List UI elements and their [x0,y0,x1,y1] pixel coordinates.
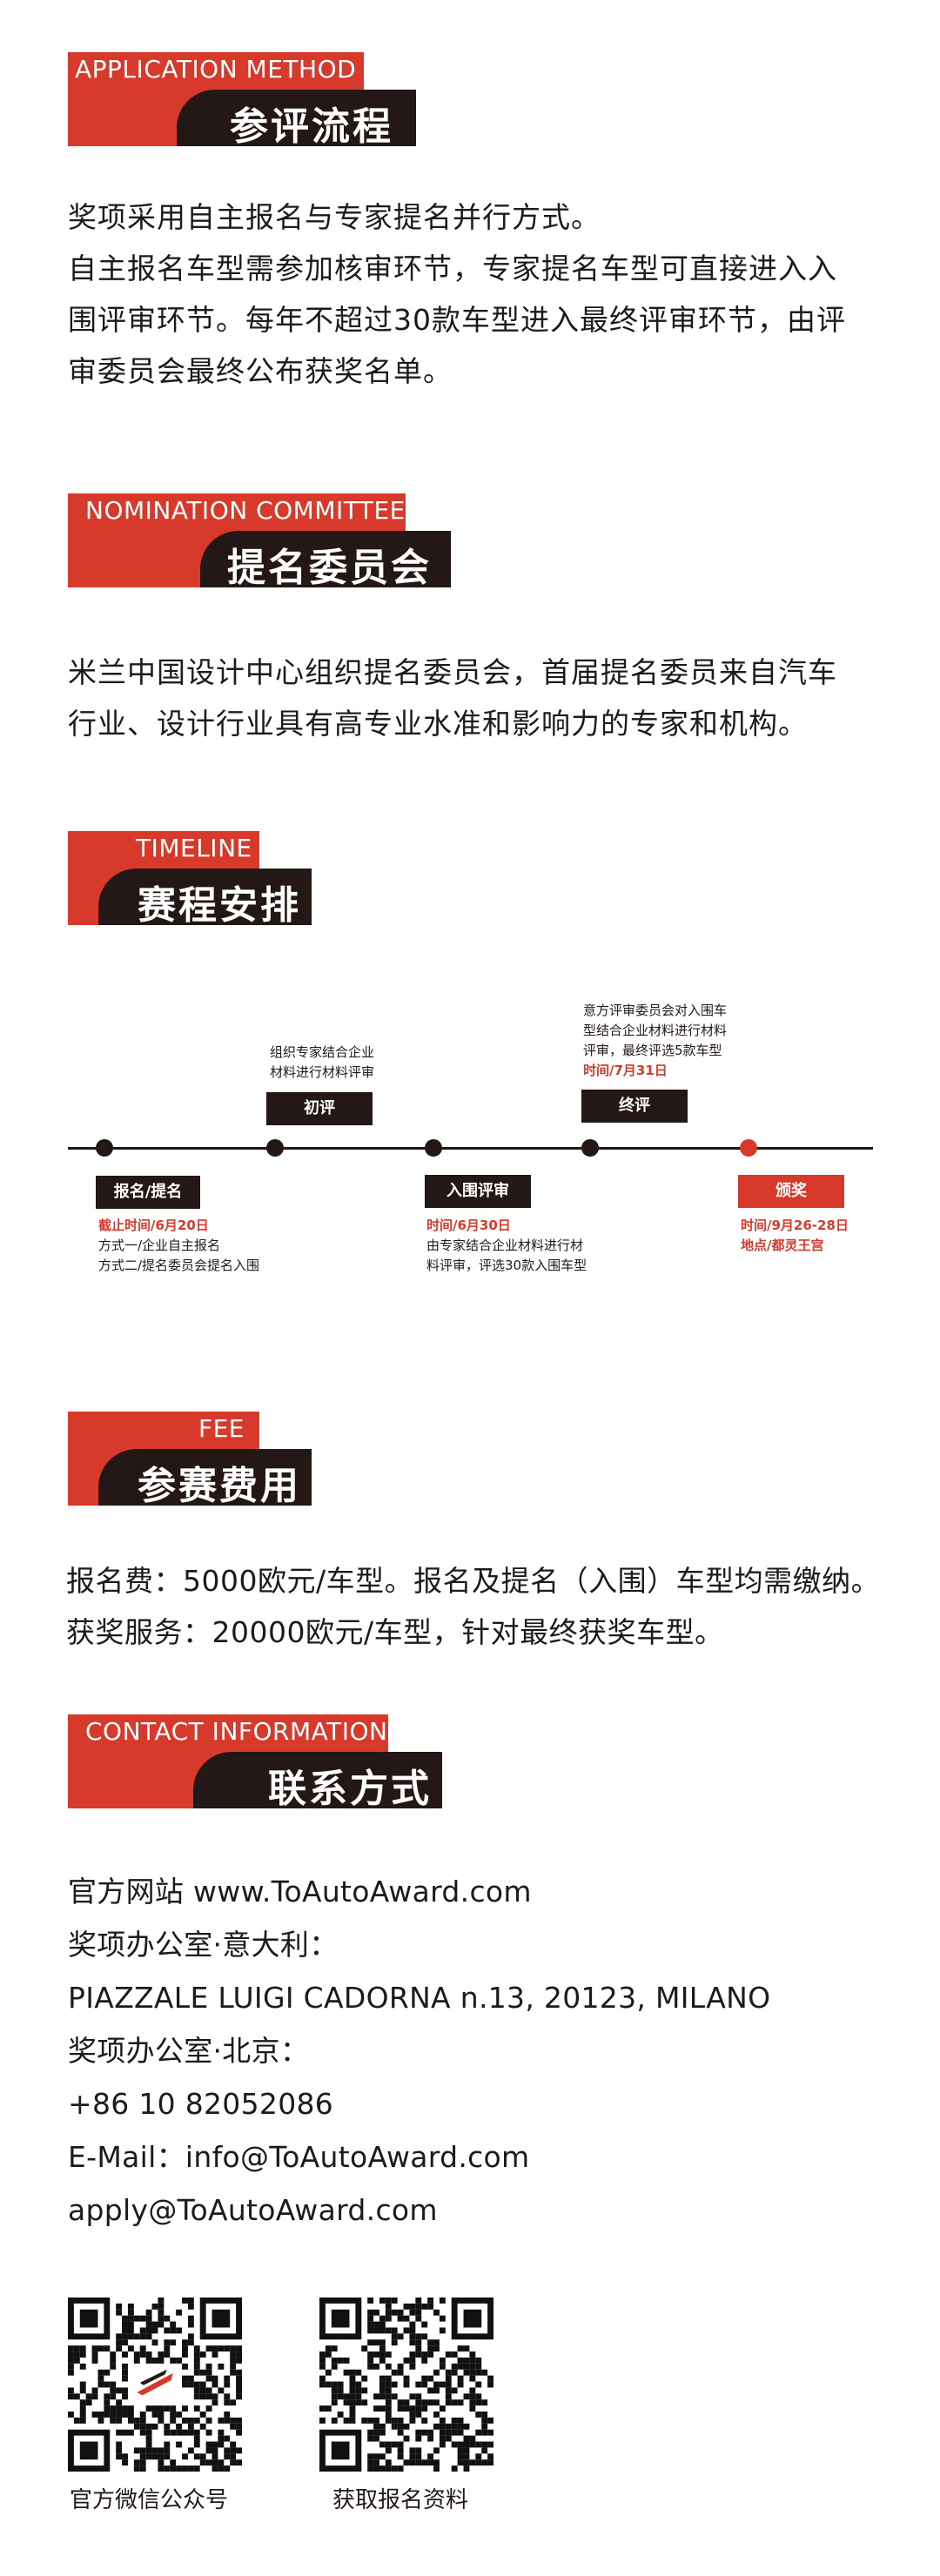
note-line: 意方评审委员会对入围车 [583,1003,728,1018]
section-header-contact: CONTACT INFORMATION 联系方式 [68,1714,442,1811]
note-shortlist: 时间/6月30日 由专家结合企业材料进行材 料评审，评选30款入围车型 [426,1216,587,1276]
application-text: 奖项采用自主报名与专家提名并行方式。 自主报名车型需参加核审环节，专家提名车型可… [68,191,846,397]
timeline-dot [266,1139,284,1157]
header-dark-block [200,531,451,587]
timeline-dot [425,1139,442,1157]
paragraph-line: 奖项采用自主报名与专家提名并行方式。 [68,200,601,234]
section-en-title: APPLICATION METHOD [75,55,357,84]
note-line: 由专家结合企业材料进行材 [426,1238,584,1253]
note-line: 方式二/提名委员会提名入围 [98,1258,260,1273]
note-line: 材料进行材料评审 [270,1064,375,1080]
paragraph-line: 围评审环节。每年不超过30款车型进入最终评审环节，由评 [68,303,846,337]
section-en-title: NOMINATION COMMITTEE [85,496,406,525]
header-dark-block [98,869,312,925]
paragraph-line: 米兰中国设计中心组织提名委员会，首届提名委员来自汽车 [68,655,837,689]
section-header-nomination: NOMINATION COMMITTEE 提名委员会 [68,493,451,590]
note-final: 意方评审委员会对入围车 型结合企业材料进行材料 评审，最终评选5款车型 时间/7… [583,1001,727,1081]
application-qr-code-icon[interactable] [319,2298,494,2472]
stage-signup: 报名/提名 [96,1176,200,1209]
note-line: 组织专家结合企业 [270,1044,375,1060]
note-time: 截止时间/6月20日 [98,1218,209,1233]
section-header-fee: FEE 参赛费用 [68,1412,312,1508]
fee-text: 报名费：5000欧元/车型。报名及提名（入围）车型均需缴纳。 获奖服务：2000… [66,1555,880,1658]
paragraph-line: 获奖服务：20000欧元/车型，针对最终获奖车型。 [66,1615,724,1649]
qr-caption-wechat: 官方微信公众号 [70,2487,229,2513]
note-line: 方式一/企业自主报名 [98,1238,221,1253]
section-cn-title: 参赛费用 [138,1464,301,1508]
office-italy-address: PIAZZALE LUIGI CADORNA n.13, 20123, MILA… [68,1981,771,2015]
note-time: 时间/7月31日 [583,1063,668,1078]
section-cn-title: 提名委员会 [227,546,432,590]
header-dark-block [193,1752,442,1808]
apply-email: apply@ToAutoAward.com [68,2193,438,2227]
note-time: 时间/6月30日 [426,1218,511,1233]
contact-info: 官方网站 www.ToAutoAward.com 奖项办公室·意大利： PIAZ… [68,1865,770,2237]
website-line: 官方网站 www.ToAutoAward.com [68,1875,532,1909]
wechat-qr-code-icon[interactable] [68,2298,242,2472]
header-dark-block [98,1449,312,1506]
nomination-text: 米兰中国设计中心组织提名委员会，首届提名委员来自汽车 行业、设计行业具有高专业水… [68,647,837,749]
section-cn-title: 联系方式 [268,1767,432,1811]
section-cn-title: 参评流程 [230,104,393,149]
email-line: E-Mail：info@ToAutoAward.com [68,2140,530,2174]
note-line: 料评审，评选30款入围车型 [426,1258,588,1273]
section-en-title: TIMELINE [136,834,252,862]
timeline-dot [581,1139,599,1157]
note-line: 型结合企业材料进行材料 [583,1023,728,1038]
paragraph-line: 自主报名车型需参加核审环节，专家提名车型可直接进入入 [68,252,837,285]
qr-caption-application: 获取报名资料 [332,2487,469,2513]
paragraph-line: 行业、设计行业具有高专业水准和影响力的专家和机构。 [68,707,808,741]
header-dark-block [177,90,416,146]
timeline-dot-award [740,1139,757,1157]
office-italy-label: 奖项办公室·意大利： [68,1928,339,1962]
note-place: 地点/都灵王宫 [741,1238,824,1253]
section-header-application: APPLICATION METHOD 参评流程 [68,52,416,149]
phone-number: +86 10 82052086 [68,2087,334,2121]
section-header-timeline: TIMELINE 赛程安排 [68,831,312,928]
paragraph-line: 审委员会最终公布获奖名单。 [68,354,453,388]
note-signup: 截止时间/6月20日 方式一/企业自主报名 方式二/提名委员会提名入围 [98,1216,259,1276]
stage-first: 初评 [266,1092,373,1125]
stage-award: 颁奖 [738,1175,844,1208]
office-beijing-label: 奖项办公室·北京： [68,2034,310,2068]
note-first: 组织专家结合企业 材料进行材料评审 [270,1043,374,1083]
paragraph-line: 报名费：5000欧元/车型。报名及提名（入围）车型均需缴纳。 [66,1564,881,1598]
timeline-axis [68,1147,873,1150]
stage-shortlist: 入围评审 [425,1175,531,1208]
note-line: 评审，最终评选5款车型 [583,1043,722,1058]
section-en-title: FEE [198,1414,245,1443]
timeline-dot [96,1139,113,1157]
section-cn-title: 赛程安排 [138,883,301,928]
stage-final: 终评 [581,1090,688,1123]
note-time: 时间/9月26-28日 [741,1218,849,1233]
note-award: 时间/9月26-28日 地点/都灵王宫 [741,1216,849,1256]
section-en-title: CONTACT INFORMATION [85,1717,388,1746]
